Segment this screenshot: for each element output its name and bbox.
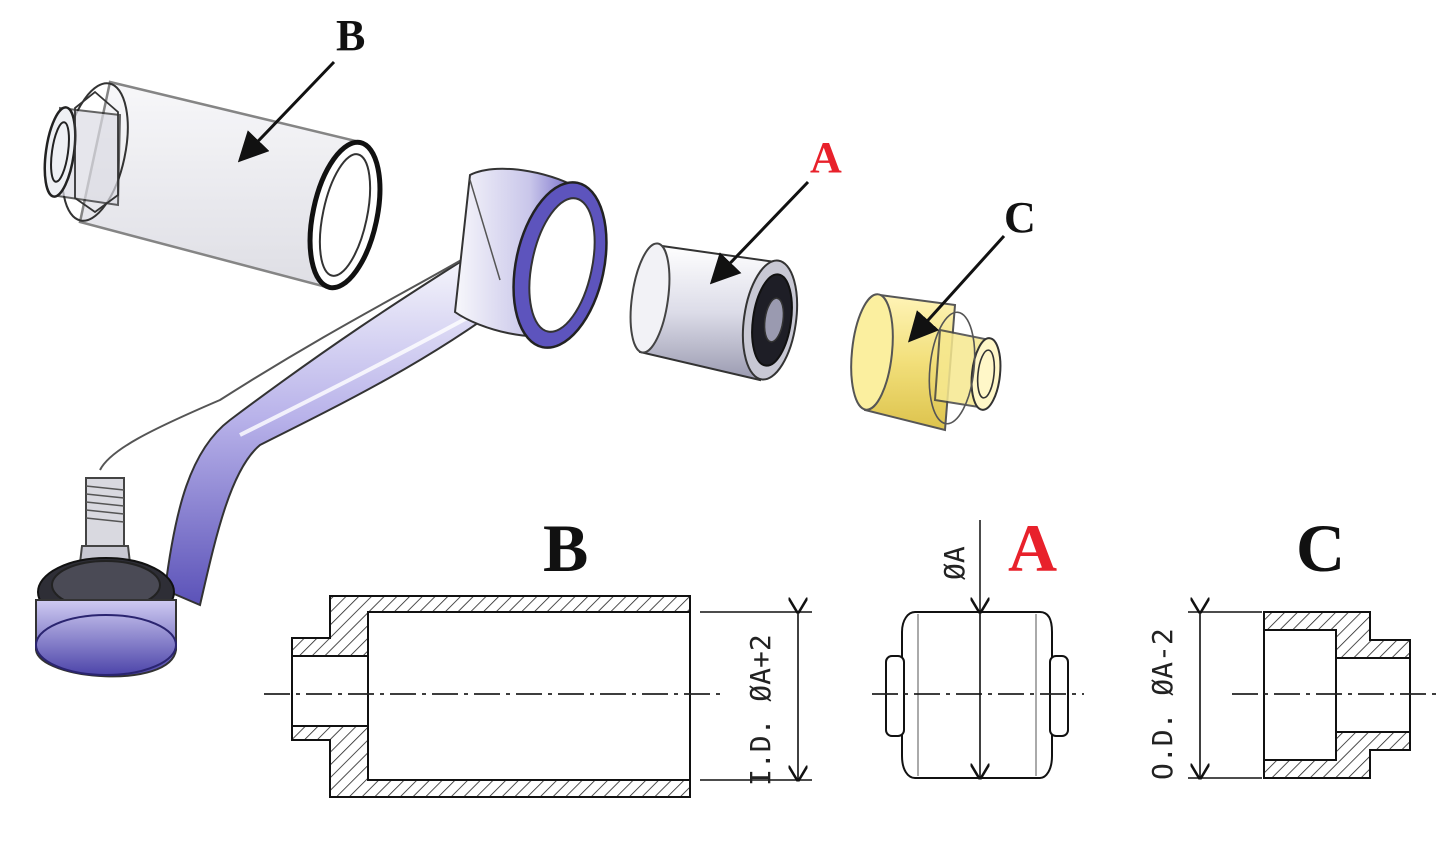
- dim-b-inner-diameter: I.D. ØA+2: [744, 634, 777, 786]
- section-c-drawing: [1188, 612, 1437, 778]
- label-a-section: A: [1008, 510, 1058, 586]
- part-a-bushing-3d: [629, 242, 799, 382]
- arrow-a: [709, 180, 810, 285]
- idler-arm-3d: [35, 167, 608, 678]
- label-a-top: A: [810, 133, 842, 182]
- dim-a-diameter: ØA: [938, 546, 971, 580]
- dim-c-outer-diameter: O.D. ØA-2: [1146, 628, 1179, 780]
- part-b-sleeve-3d: [43, 80, 383, 291]
- section-a-drawing: [872, 520, 1084, 778]
- label-c-section: C: [1296, 510, 1346, 586]
- label-b-top: B: [336, 11, 366, 60]
- label-c-top: C: [1004, 193, 1036, 242]
- arrow-b: [237, 60, 336, 163]
- section-b-drawing: [264, 595, 812, 798]
- arrow-c: [907, 234, 1006, 343]
- part-c-sleeve-3d: [850, 293, 1002, 432]
- label-b-section: B: [543, 510, 589, 586]
